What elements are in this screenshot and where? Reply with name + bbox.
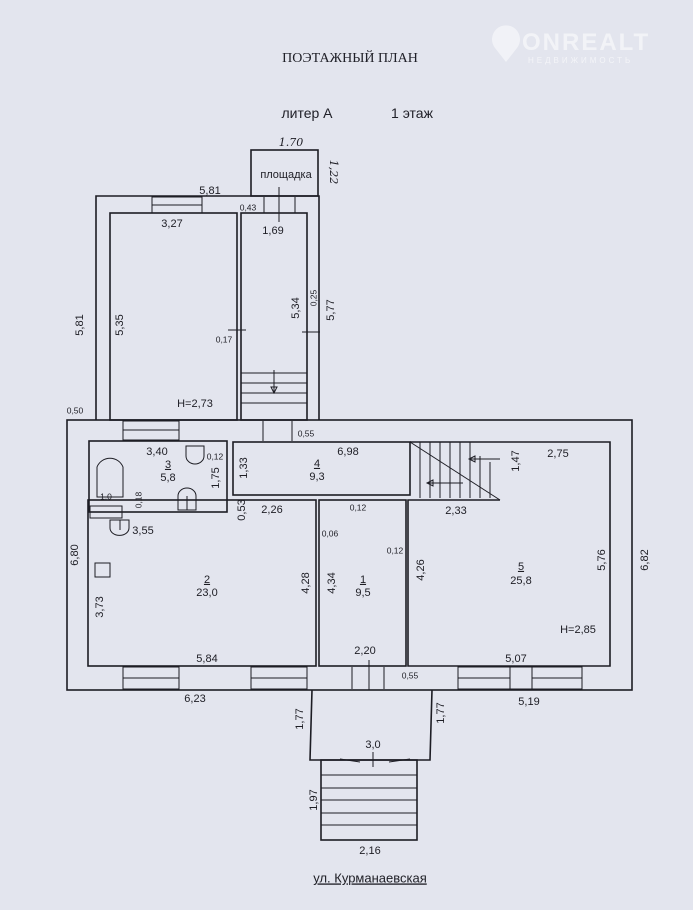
dim: 5,81 (74, 314, 86, 335)
watermark: ONREALT НЕДВИЖИМОСТЬ (492, 25, 650, 65)
dim: 5,34 (290, 297, 302, 318)
room-area: 23,0 (196, 587, 217, 599)
room-area: 9,3 (309, 471, 324, 483)
dim: 0,17 (216, 334, 233, 344)
dim: 2,20 (354, 645, 375, 657)
dim-platform-w: 1.70 (279, 136, 304, 149)
dim: 3,55 (132, 525, 153, 537)
dim: 1,47 (510, 450, 522, 471)
main-walls (66, 419, 633, 691)
dim: 1,33 (238, 457, 250, 478)
dim: 2,26 (261, 504, 282, 516)
watermark-tagline: НЕДВИЖИМОСТЬ (528, 56, 633, 65)
dim: 5,19 (518, 696, 539, 708)
dim: 6,23 (184, 693, 205, 705)
room-height: H=2,73 (177, 398, 213, 410)
dim: 0,12 (350, 502, 367, 512)
dim: 2,16 (359, 845, 380, 857)
toilet-icon (185, 445, 205, 465)
dim: 0,53 (236, 499, 248, 520)
dim: 3,27 (161, 218, 182, 230)
dim: 5,77 (325, 299, 337, 320)
floor-label: 1 этаж (391, 105, 434, 121)
dim-platform-h: 1,22 (327, 160, 340, 185)
location-pin-icon (492, 25, 520, 62)
dim: 0,18 (133, 491, 143, 508)
bathtub-icon (96, 457, 124, 498)
dim: 3,40 (146, 446, 167, 458)
dim: 1,75 (210, 467, 222, 488)
room-area: 9,5 (355, 587, 370, 599)
stair-arrow-icon (467, 455, 500, 463)
room-number: 4 (314, 458, 320, 470)
dim: 4,34 (326, 572, 338, 593)
page-title: ПОЭТАЖНЫЙ ПЛАН (282, 49, 418, 66)
room-number: 2 (204, 574, 210, 586)
dim: 0,06 (322, 528, 339, 538)
dim: 5,81 (199, 185, 220, 197)
room-number: 1 (360, 574, 366, 586)
dim: 4,26 (415, 559, 427, 580)
dim: 1,0 (100, 491, 112, 501)
dim: 5,07 (505, 653, 526, 665)
room-height: H=2,85 (560, 624, 596, 636)
room-number: 5 (518, 561, 524, 573)
dim: 1,77 (435, 702, 447, 723)
dim: 0,50 (67, 405, 84, 415)
street-label: ул. Курманаевская (313, 870, 427, 885)
dim: 2,33 (445, 505, 466, 517)
dim: 4,28 (300, 572, 312, 593)
watermark-brand: ONREALT (522, 29, 650, 56)
dim: 5,35 (114, 314, 126, 335)
dim: 2,75 (547, 448, 568, 460)
dim: 5,76 (596, 549, 608, 570)
dim: 5,84 (196, 653, 217, 665)
dim: 3,0 (365, 739, 380, 751)
stove-icon (94, 562, 111, 578)
dim: 0,12 (387, 545, 404, 555)
dim: 0,43 (240, 202, 257, 212)
dim: 6,80 (69, 544, 81, 565)
stair-arrow-icon (270, 370, 278, 395)
sink-icon (177, 487, 197, 511)
dim: 1,77 (294, 708, 306, 729)
liter-label: литер А (281, 105, 333, 121)
dim: 0,55 (402, 670, 419, 680)
room-area: 25,8 (510, 575, 531, 587)
sink-icon (109, 519, 130, 536)
porch (309, 689, 433, 841)
dim: 0,55 (298, 428, 315, 438)
dim: 0,25 (308, 289, 318, 306)
dim: 0,12 (207, 451, 224, 461)
platform-label: площадка (260, 169, 312, 181)
dim: 1,97 (308, 789, 320, 810)
dim: 1,69 (262, 225, 283, 237)
annex-walls (95, 149, 320, 421)
dim: 3,73 (94, 596, 106, 617)
dim: 6,98 (337, 446, 358, 458)
stair-arrow-icon (425, 479, 463, 487)
room-number: 3 (165, 459, 171, 471)
room-area: 5,8 (160, 472, 175, 484)
dim: 6,82 (639, 549, 651, 570)
